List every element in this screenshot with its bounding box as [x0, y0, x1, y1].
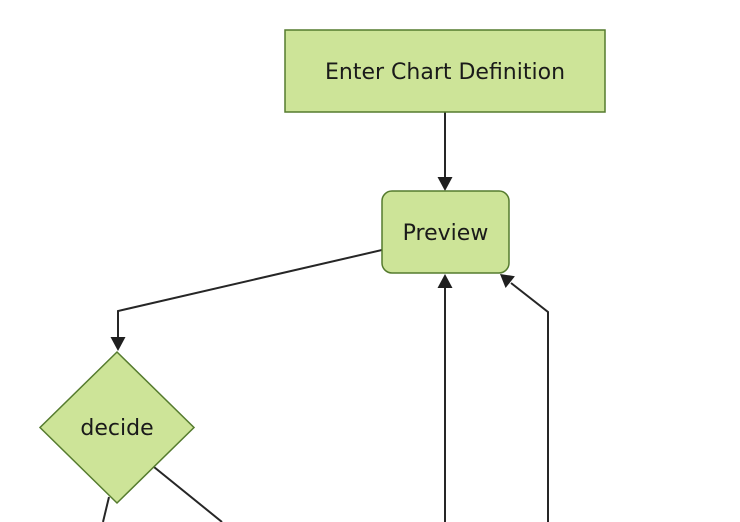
node-preview: Preview — [381, 190, 510, 274]
edge-a-to-b — [437, 112, 453, 191]
node-preview-label: Preview — [403, 221, 489, 246]
edge-c-to-offscreen-left — [102, 496, 110, 522]
edge-c-offscreen-left-line — [102, 496, 110, 522]
edge-return-right-line — [510, 282, 549, 522]
edge-b-to-c-line — [117, 249, 383, 338]
edge-c-offscreen-right-line — [153, 466, 223, 522]
edge-return-right-to-b — [500, 274, 549, 522]
node-decide-label: decide — [80, 416, 153, 441]
edge-return-center-to-b — [437, 274, 453, 522]
edge-return-center-arrowhead — [437, 274, 453, 288]
node-decide-shape — [38, 350, 196, 505]
edge-b-to-c-arrowhead — [110, 337, 126, 351]
node-enter-chart-definition-shape — [284, 29, 606, 113]
edge-c-to-offscreen-right — [153, 466, 223, 522]
node-enter-chart-definition-label: Enter Chart Definition — [325, 60, 565, 85]
node-enter-chart-definition: Enter Chart Definition — [284, 29, 606, 113]
edge-a-to-b-arrowhead — [437, 177, 453, 191]
node-preview-shape — [381, 190, 510, 274]
node-decide: decide — [38, 350, 196, 505]
edge-return-right-arrowhead — [500, 274, 515, 288]
edge-b-to-c — [110, 249, 383, 351]
